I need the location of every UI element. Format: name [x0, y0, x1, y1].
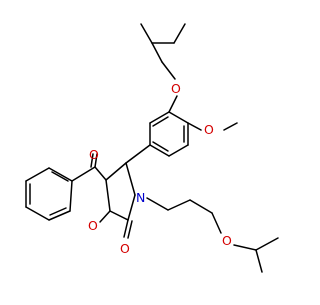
- isobutoxy-oxygen-label: O: [171, 81, 181, 96]
- ketone-oxygen-label: O: [89, 147, 99, 162]
- methoxy-oxygen-label: O: [204, 122, 214, 137]
- bond-lines: [25, 23, 279, 273]
- isopropoxy-oxygen-label: O: [222, 233, 232, 248]
- molecule-diagram: O O O N O O O: [25, 23, 279, 273]
- structure-canvas: O O O N O O O: [25, 23, 279, 273]
- lactam-nitrogen-label: N: [136, 190, 145, 205]
- lactam-oxygen-label: O: [120, 241, 130, 256]
- atom-labels: O O O N O O O: [88, 81, 232, 256]
- chromenone-ring-oxygen-label: O: [88, 218, 98, 233]
